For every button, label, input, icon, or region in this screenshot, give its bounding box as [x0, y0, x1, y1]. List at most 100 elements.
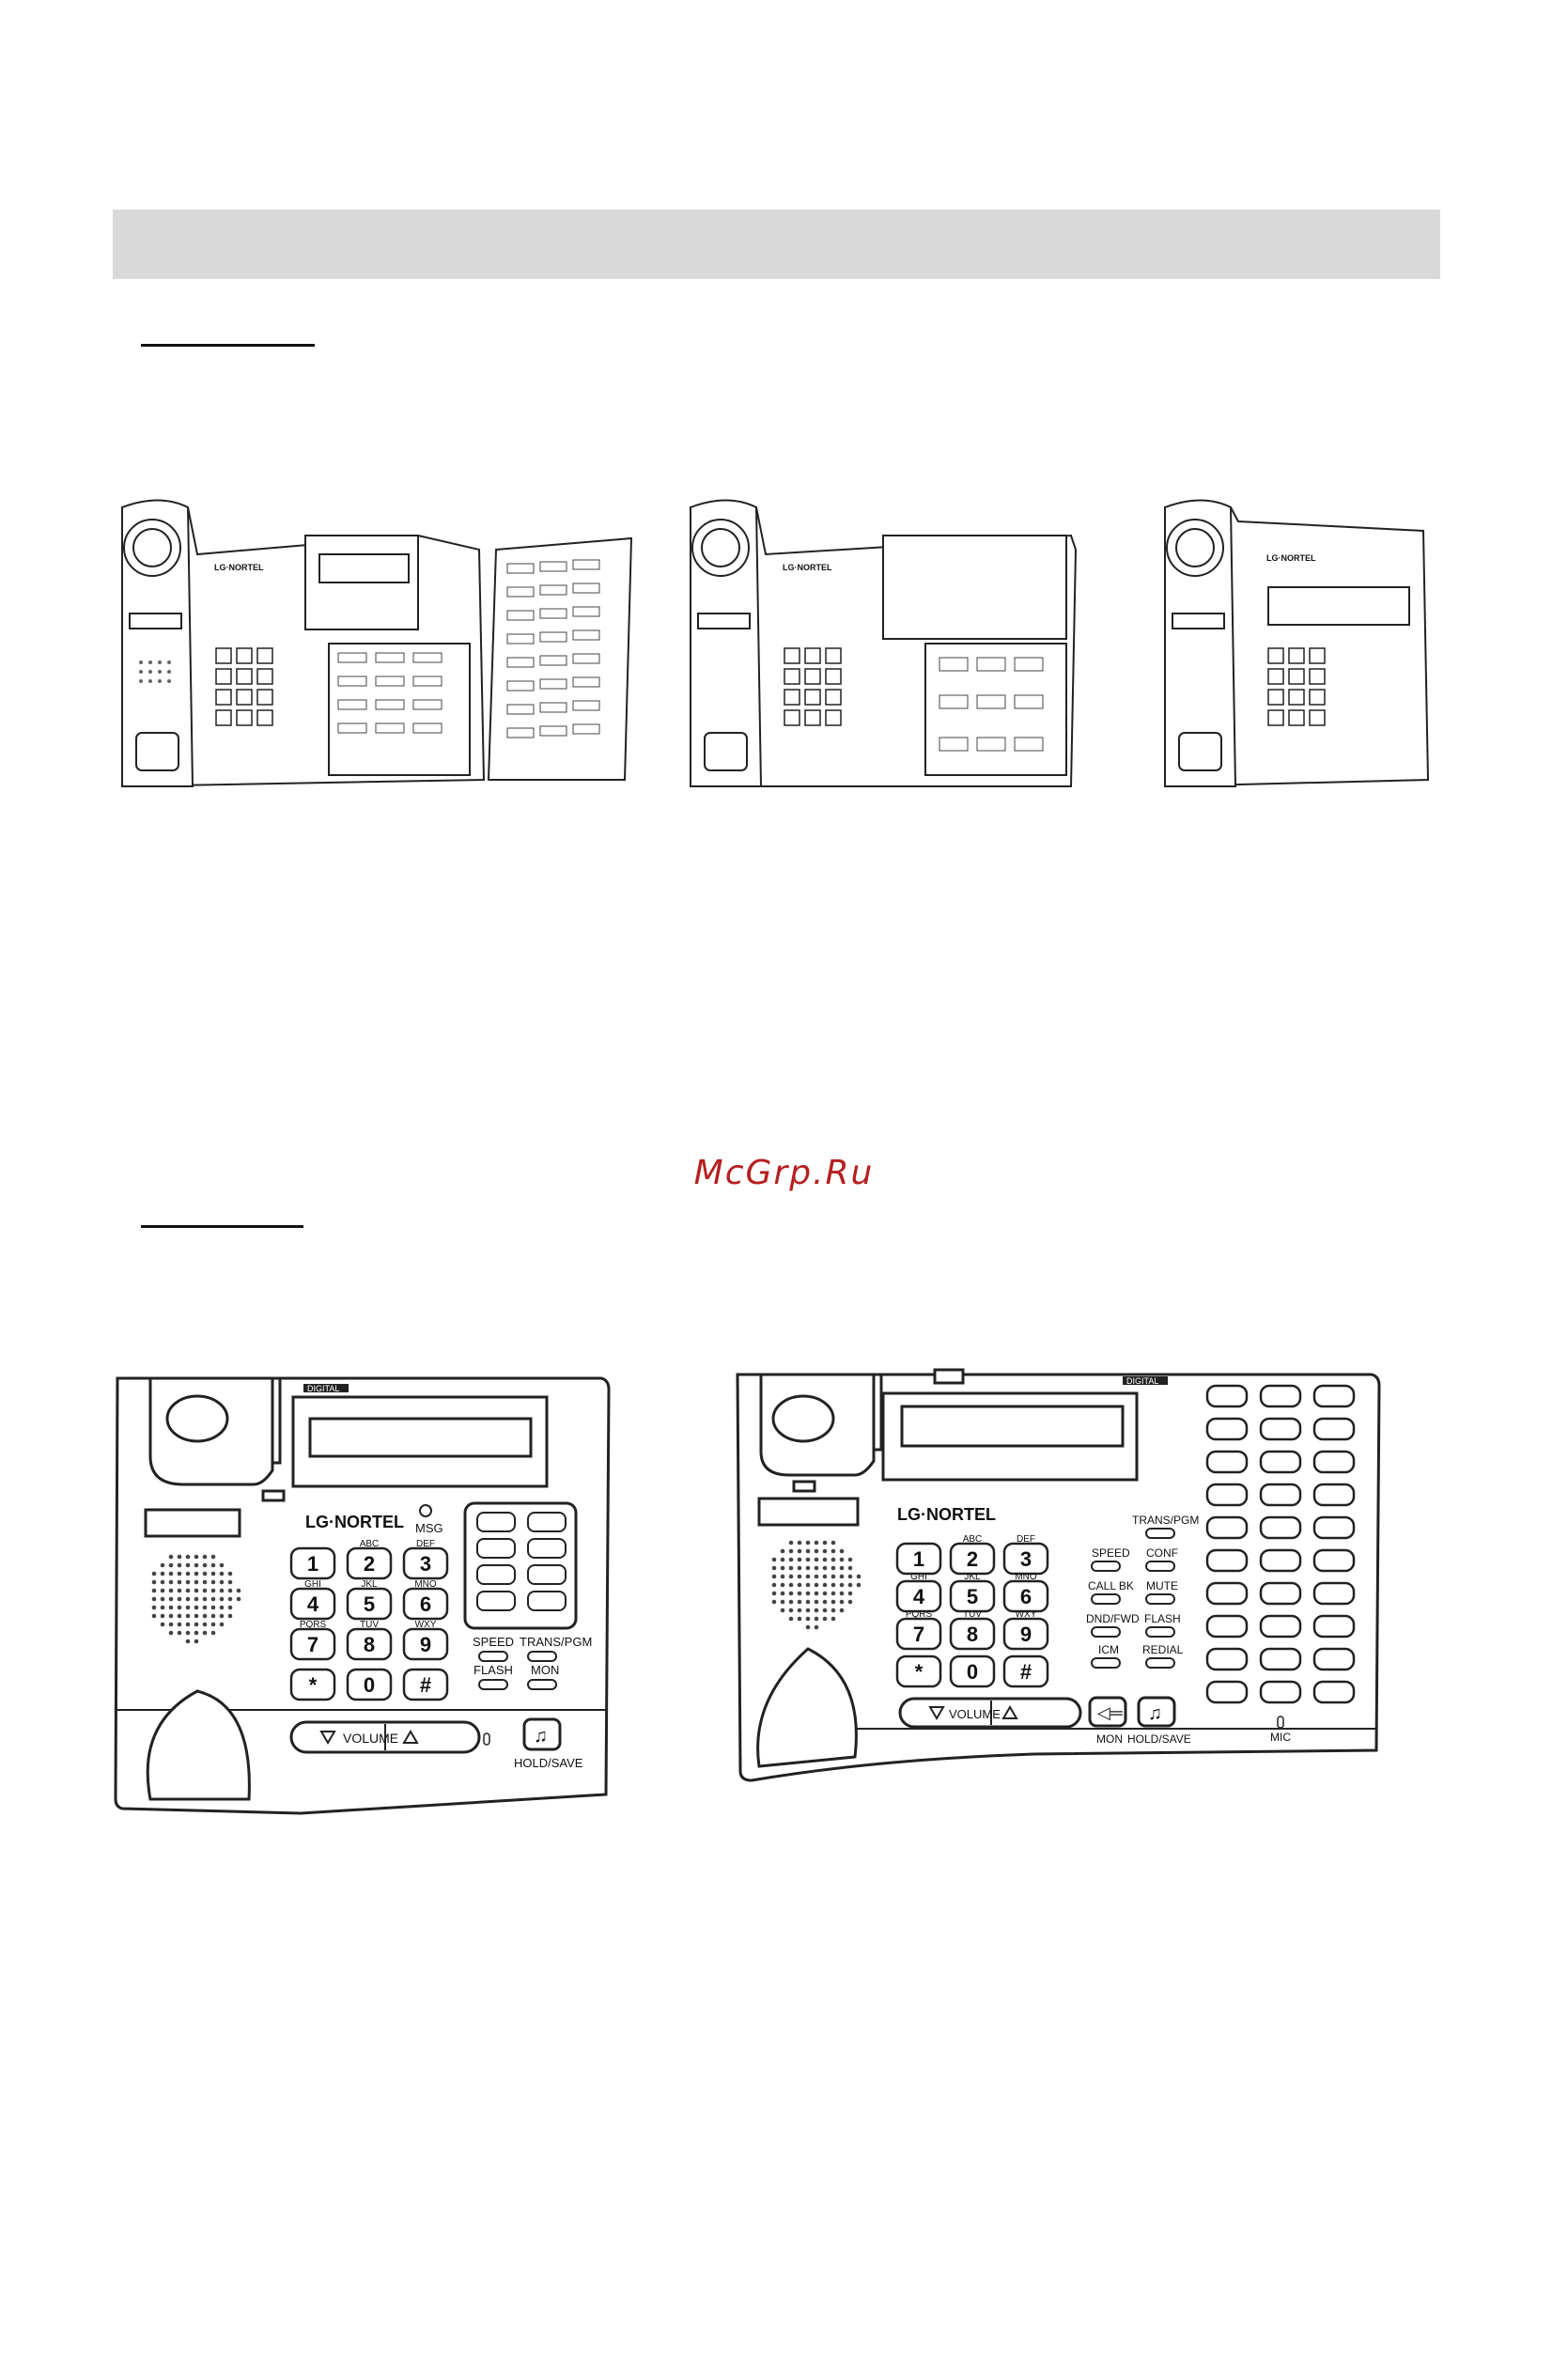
programmable-key[interactable] [1259, 1647, 1302, 1671]
programmable-key[interactable] [1259, 1614, 1302, 1639]
programmable-key[interactable] [1312, 1680, 1356, 1704]
speaker-grill-hole [780, 1574, 785, 1579]
speaker-grill-hole [185, 1605, 191, 1610]
speaker-grill-hole [839, 1599, 845, 1605]
programmable-key[interactable] [1205, 1581, 1249, 1606]
programmable-key[interactable] [1205, 1647, 1249, 1671]
programmable-key[interactable] [1312, 1647, 1356, 1671]
programmable-key[interactable] [1205, 1384, 1249, 1408]
dial-key-hash[interactable]: # [402, 1668, 449, 1701]
speaker-grill-hole [194, 1596, 199, 1602]
mon-button[interactable] [527, 1679, 557, 1690]
programmable-key[interactable] [1259, 1581, 1302, 1606]
speaker-grill-hole [847, 1591, 853, 1596]
speed-button[interactable] [1091, 1561, 1121, 1572]
hold-save-button[interactable] [522, 1717, 562, 1751]
hold-save-button[interactable] [1137, 1696, 1176, 1728]
speaker-grill-hole [194, 1622, 199, 1627]
mon-button[interactable] [1088, 1696, 1127, 1728]
phone-illustration-30-button: DIGITAL LG·NORTEL 1ABC2DEF3GHI4JKL5MNO6P… [736, 1368, 1381, 1782]
speaker-grill-hole [814, 1599, 819, 1605]
programmable-key[interactable] [1259, 1384, 1302, 1408]
speaker-grill-hole [185, 1622, 191, 1627]
programmable-key[interactable] [1205, 1548, 1249, 1573]
speaker-grill-hole [814, 1574, 819, 1579]
dial-key-star[interactable]: * [895, 1654, 942, 1688]
speaker-grill-hole [202, 1613, 208, 1619]
phone-illustration-12-button: DIGITAL LG·NORTEL MSG 1ABC2DEF3GHI4JKL5M… [114, 1376, 611, 1815]
flash-button[interactable] [1145, 1626, 1175, 1638]
speed-button[interactable] [478, 1651, 508, 1662]
programmable-key[interactable] [1312, 1548, 1356, 1573]
brand-logo-small: LG·NORTEL [214, 563, 264, 572]
programmable-key[interactable] [1259, 1417, 1302, 1441]
dial-key-0[interactable]: 0 [346, 1668, 393, 1701]
dial-key-star[interactable]: * [289, 1668, 336, 1701]
trans-pgm-button[interactable] [527, 1651, 557, 1662]
dnd-fwd-button[interactable] [1091, 1626, 1121, 1638]
speaker-grill-hole [185, 1613, 191, 1619]
programmable-key[interactable] [1312, 1417, 1356, 1441]
programmable-key[interactable] [1259, 1450, 1302, 1474]
flash-button[interactable] [478, 1679, 508, 1690]
programmable-key[interactable] [1205, 1450, 1249, 1474]
phone-illustration-with-expansion: LG·NORTEL [121, 499, 633, 788]
mic-indicator [483, 1732, 490, 1746]
programmable-key[interactable] [1312, 1483, 1356, 1507]
programmable-key[interactable] [1259, 1680, 1302, 1704]
dial-key-1[interactable]: 1 [895, 1542, 942, 1576]
speaker-grill-hole [160, 1579, 165, 1585]
programmable-key[interactable] [1259, 1515, 1302, 1540]
speaker-grill-hole [177, 1622, 182, 1627]
dial-key-1[interactable]: 1 [289, 1546, 336, 1580]
mic-label: MIC [1270, 1731, 1291, 1744]
speaker-grill-hole [797, 1565, 802, 1571]
programmable-key[interactable] [1205, 1614, 1249, 1639]
programmable-key[interactable] [1205, 1515, 1249, 1540]
programmable-key[interactable] [1259, 1548, 1302, 1573]
flash-label: FLASH [474, 1663, 513, 1677]
programmable-key[interactable] [1312, 1581, 1356, 1606]
programmable-key[interactable] [1312, 1450, 1356, 1474]
programmable-key[interactable] [1205, 1680, 1249, 1704]
speaker-grill-hole [822, 1608, 828, 1613]
speaker-grill-hole [185, 1639, 191, 1644]
programmable-key[interactable] [1312, 1614, 1356, 1639]
trans-pgm-button[interactable] [1145, 1528, 1175, 1539]
redial-button[interactable] [1145, 1657, 1175, 1669]
dial-key-0[interactable]: 0 [949, 1654, 996, 1688]
speaker-grill-hole [194, 1579, 199, 1585]
dial-key-hash[interactable]: # [1002, 1654, 1049, 1688]
speaker-grill-hole [780, 1557, 785, 1562]
speaker-grill-hole [822, 1591, 828, 1596]
speaker-grill-hole [219, 1562, 225, 1568]
conf-button[interactable] [1145, 1561, 1175, 1572]
speaker-grill-hole [194, 1605, 199, 1610]
speaker-grill-hole [847, 1582, 853, 1588]
call-bk-button[interactable] [1091, 1593, 1121, 1605]
programmable-key[interactable] [1205, 1483, 1249, 1507]
programmable-key[interactable] [1259, 1483, 1302, 1507]
icm-button[interactable] [1091, 1657, 1121, 1669]
mute-button[interactable] [1145, 1593, 1175, 1605]
programmable-key[interactable] [1312, 1384, 1356, 1408]
speaker-grill-hole [856, 1574, 862, 1579]
programmable-key[interactable] [1312, 1515, 1356, 1540]
programmable-key[interactable] [1205, 1417, 1249, 1441]
